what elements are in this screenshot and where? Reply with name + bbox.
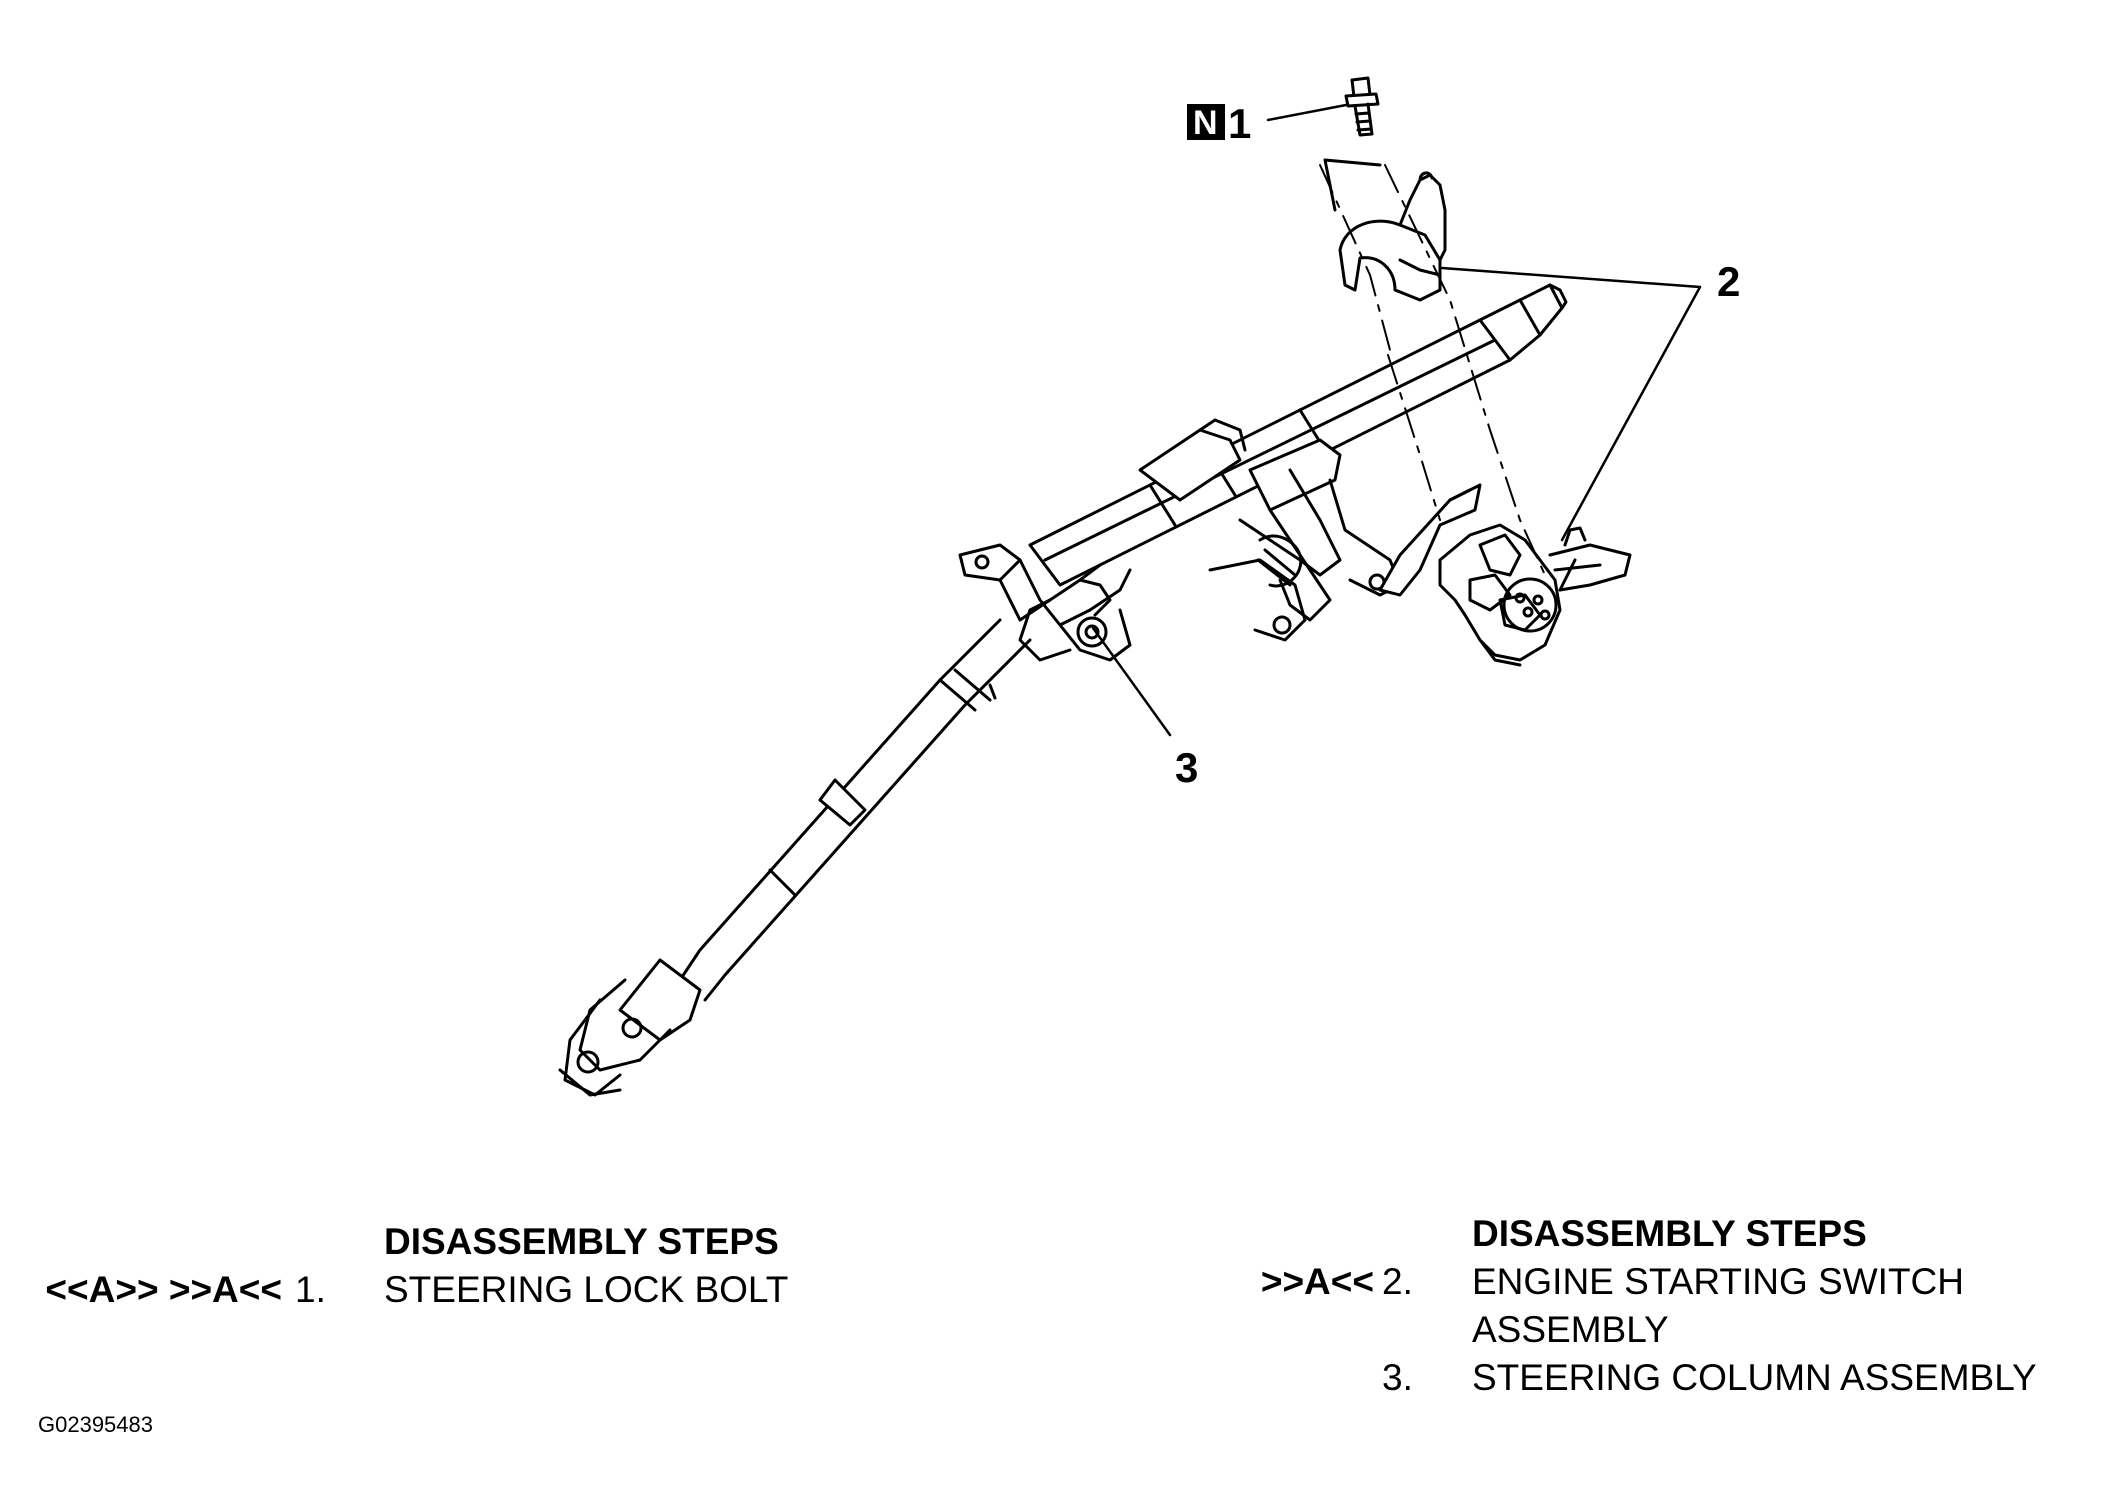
step-row: <<A>> >>A<< 1. STEERING LOCK BOLT — [30, 1266, 930, 1314]
disassembly-steps-left: DISASSEMBLY STEPS <<A>> >>A<< 1. STEERIN… — [30, 1218, 930, 1314]
step-row: >>A<< 2. ENGINE STARTING SWITCH — [1250, 1258, 2110, 1306]
column-tube — [1028, 283, 1568, 587]
leader-lines — [1091, 103, 1702, 737]
steering-lock-bolt — [1344, 76, 1380, 137]
step-number: 1. — [295, 1269, 326, 1310]
figure-id: G02395483 — [38, 1412, 153, 1437]
step-code: <<A>> >>A<< — [45, 1269, 282, 1310]
callout-2-number: 2 — [1717, 258, 1740, 305]
step-row-continued: ASSEMBLY — [1250, 1306, 2110, 1354]
callout-3-number: 3 — [1175, 744, 1198, 791]
step-text: STEERING LOCK BOLT — [384, 1269, 789, 1310]
steps-heading: DISASSEMBLY STEPS — [1250, 1210, 2110, 1258]
steps-heading-text: DISASSEMBLY STEPS — [384, 1221, 779, 1262]
assembly-guide-lines — [1319, 164, 1546, 576]
step-row: 3. STEERING COLUMN ASSEMBLY — [1250, 1354, 2110, 1402]
step-text: ENGINE STARTING SWITCH — [1472, 1261, 1964, 1302]
upper-switch-housing — [1323, 158, 1447, 302]
lower-bracket — [958, 543, 1132, 662]
universal-joint — [558, 958, 702, 1097]
disassembly-steps-right: DISASSEMBLY STEPS >>A<< 2. ENGINE STARTI… — [1250, 1210, 2110, 1402]
callout-1-number: 1 — [1228, 100, 1251, 147]
steps-heading-text: DISASSEMBLY STEPS — [1472, 1213, 1867, 1254]
intermediate-shaft — [678, 618, 1032, 1002]
steps-heading: DISASSEMBLY STEPS — [30, 1218, 930, 1266]
column-bracket — [1138, 418, 1402, 642]
callout-1-box-letter: N — [1193, 104, 1218, 142]
step-text: STEERING COLUMN ASSEMBLY — [1472, 1357, 2037, 1398]
step-code: >>A<< — [1260, 1261, 1374, 1302]
lower-switch-assembly — [1378, 483, 1632, 667]
step-number: 2. — [1382, 1261, 1413, 1302]
step-number: 3. — [1382, 1357, 1413, 1398]
step-text-continued: ASSEMBLY — [1472, 1309, 1669, 1350]
callout-1: N 1 — [1187, 100, 1251, 147]
